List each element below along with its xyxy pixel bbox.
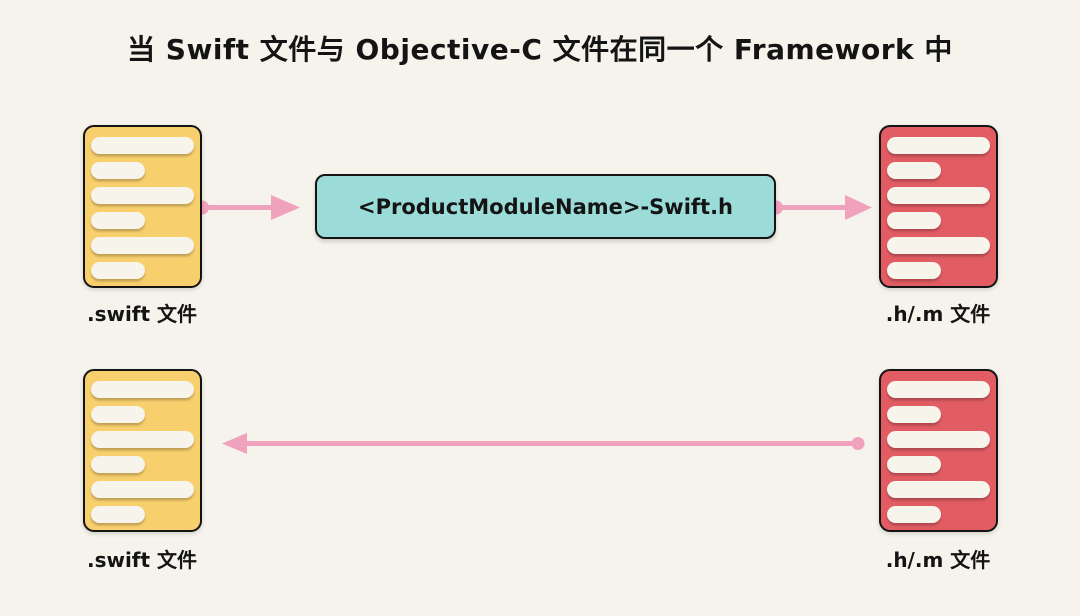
swift-file-card-bottom (83, 369, 202, 532)
code-line (887, 481, 990, 498)
code-line (887, 237, 990, 254)
swift-file-label-top: .swift 文件 (86, 302, 198, 326)
code-line (91, 381, 194, 398)
code-line (887, 381, 990, 398)
swift-file-label-bottom: .swift 文件 (86, 548, 198, 572)
code-line (887, 406, 941, 423)
bridge-header-label: <ProductModuleName>-Swift.h (358, 194, 733, 219)
objc-file-label-bottom: .h/.m 文件 (885, 548, 991, 572)
objc-file-card-top (879, 125, 998, 288)
swift-file-card-top (83, 125, 202, 288)
code-line (91, 506, 145, 523)
code-line (887, 506, 941, 523)
bridge-header-box: <ProductModuleName>-Swift.h (315, 174, 776, 239)
arrow-objc-to-swift (222, 433, 865, 454)
objc-file-label-top: .h/.m 文件 (885, 302, 991, 326)
code-line (91, 406, 145, 423)
code-line (887, 262, 941, 279)
code-line (91, 237, 194, 254)
code-line (91, 456, 145, 473)
code-line (91, 262, 145, 279)
code-line (91, 187, 194, 204)
code-line (91, 137, 194, 154)
code-line (887, 187, 990, 204)
code-line (887, 456, 941, 473)
code-line (91, 162, 145, 179)
arrow-bridge-to-objc (769, 195, 872, 220)
code-line (887, 137, 990, 154)
diagram-title: 当 Swift 文件与 Objective-C 文件在同一个 Framework… (127, 33, 953, 66)
code-line (91, 431, 194, 448)
arrow-swift-to-bridge (195, 195, 300, 220)
code-line (91, 481, 194, 498)
objc-file-card-bottom (879, 369, 998, 532)
code-line (91, 212, 145, 229)
code-line (887, 431, 990, 448)
code-line (887, 212, 941, 229)
code-line (887, 162, 941, 179)
